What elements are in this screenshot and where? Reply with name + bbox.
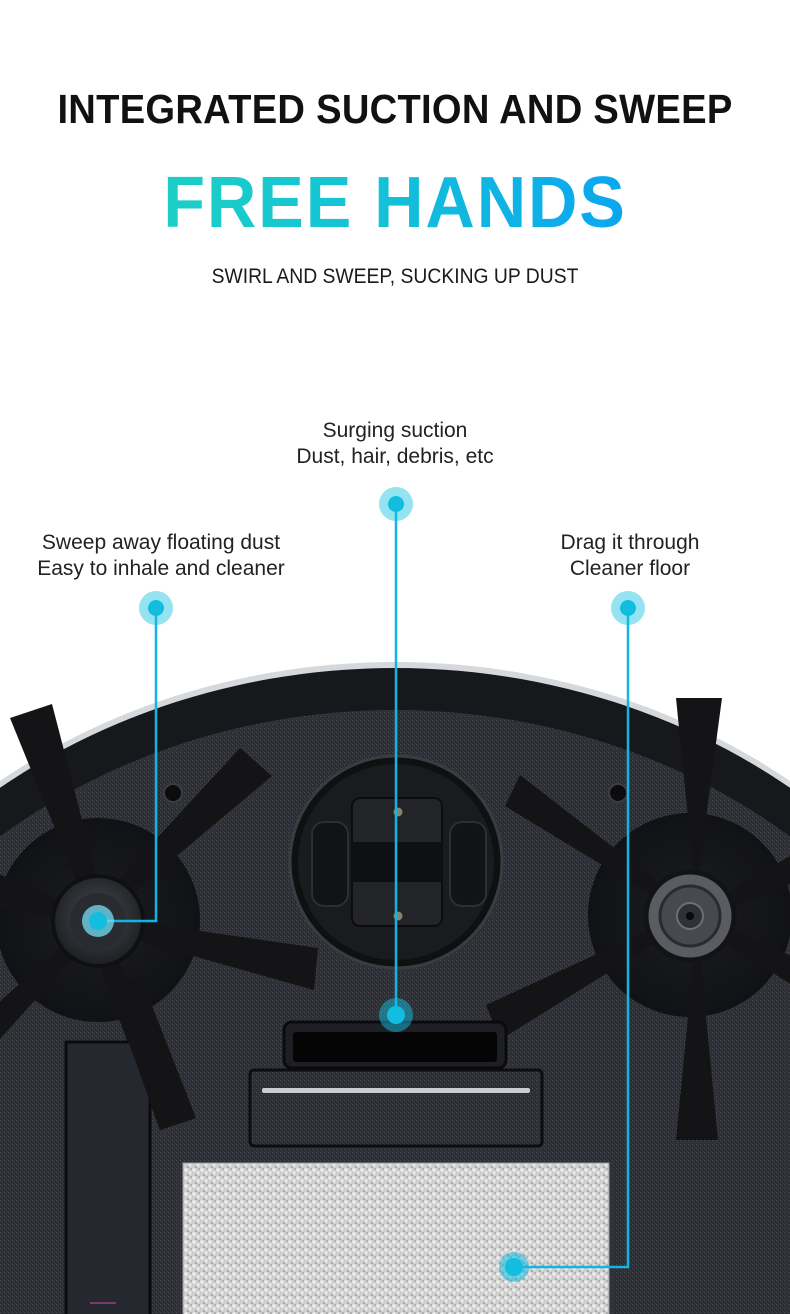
leader-lines [98, 504, 630, 1269]
callout-mop: Drag it through Cleaner floor [500, 530, 760, 582]
callout-suction-detail: Dust, hair, debris, etc [296, 445, 494, 468]
callout-mop-title: Drag it through [560, 531, 700, 554]
callout-suction-title: Surging suction [322, 419, 468, 442]
marker-dot-icon [139, 591, 173, 625]
callout-mop-detail: Cleaner floor [569, 557, 691, 580]
subheadline: SWIRL AND SWEEP, SUCKING UP DUST [211, 265, 579, 288]
mop-pad [182, 1162, 610, 1314]
callout-side-brush-title: Sweep away floating dust [41, 531, 281, 554]
callout-suction: Surging suction Dust, hair, debris, etc [245, 418, 545, 470]
hero-title: FREE HANDS [0, 160, 790, 246]
callout-side-brush: Sweep away floating dust Easy to inhale … [0, 530, 322, 582]
headline: INTEGRATED SUCTION AND SWEEP [57, 86, 733, 132]
callout-side-brush-detail: Easy to inhale and cleaner [37, 557, 285, 580]
squeegee-plate [248, 1068, 544, 1148]
marker-dot-icon [611, 591, 645, 625]
battery-cover [64, 1040, 152, 1314]
marker-dot-icon [379, 487, 413, 521]
